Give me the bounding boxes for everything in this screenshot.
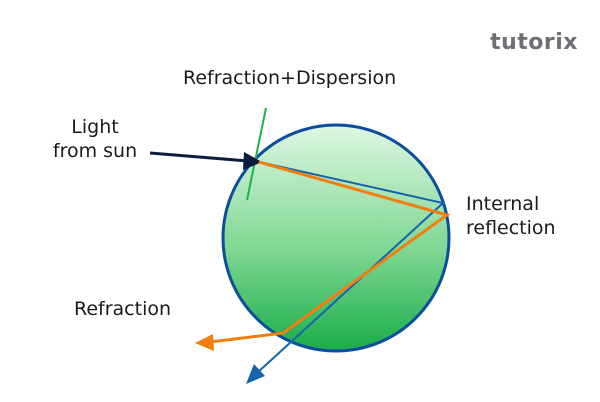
label-internal-line1: Internal <box>466 193 540 215</box>
label-refraction: Refraction <box>74 298 172 320</box>
logo-text: tutorix <box>490 30 578 55</box>
incoming-light-arrowhead <box>243 152 262 170</box>
label-internal-reflection: Internal reflection <box>466 192 556 240</box>
normal-line <box>246 107 267 201</box>
orange-ray-arrowhead <box>195 334 214 351</box>
label-light-line1: Light <box>71 116 119 138</box>
label-light-from-sun: Light from sun <box>40 115 150 163</box>
blue-ray <box>256 161 446 374</box>
label-internal-line2: reflection <box>466 217 556 239</box>
orange-ray <box>209 160 451 344</box>
water-droplet <box>221 123 451 353</box>
label-light-line2: from sun <box>52 140 138 162</box>
label-refraction-dispersion: Refraction+Dispersion <box>183 67 397 89</box>
incoming-light-arrow <box>149 151 249 163</box>
tutorix-logo: tutorix <box>490 30 578 55</box>
blue-ray-arrowhead <box>246 364 265 384</box>
